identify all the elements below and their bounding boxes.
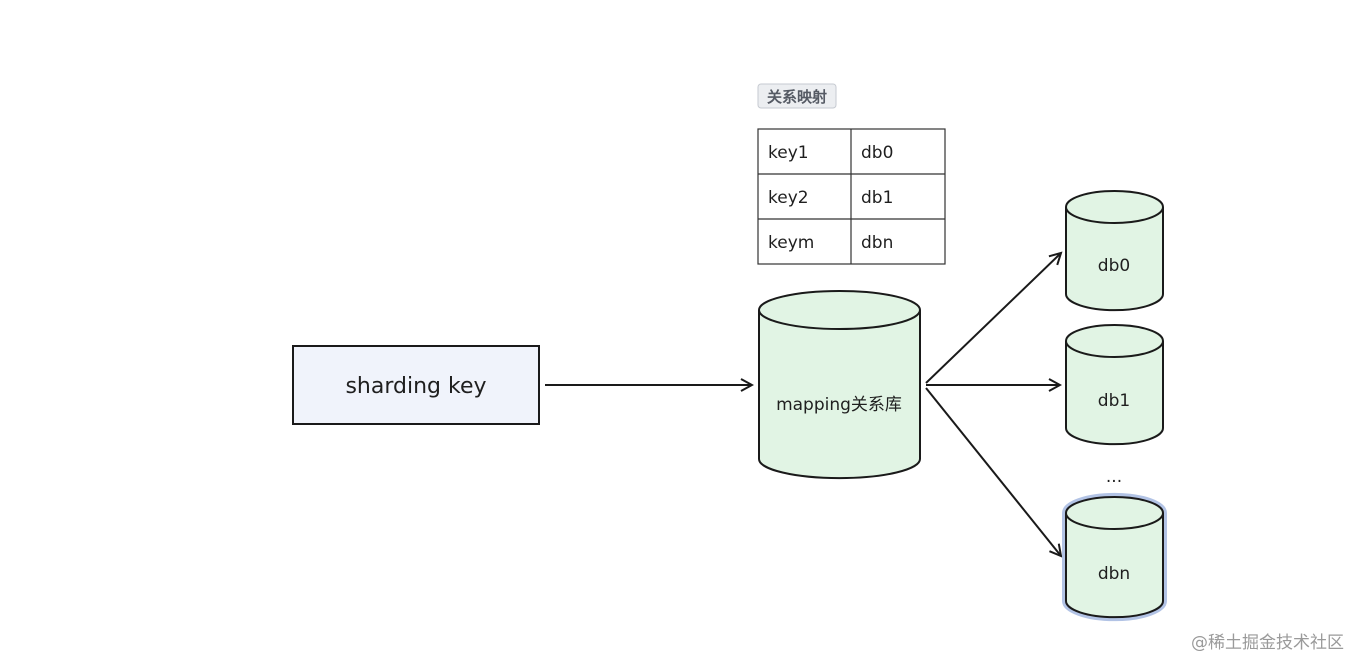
- arrow-mapping-to-dbn: [925, 387, 1061, 556]
- db1-node[interactable]: db1: [1065, 324, 1164, 446]
- db0-label: db0: [1098, 256, 1130, 276]
- dbn-node[interactable]: dbn: [1062, 492, 1167, 622]
- db1-label: db1: [1098, 391, 1130, 411]
- db1-body: [1065, 341, 1164, 446]
- db0-body: [1065, 207, 1164, 312]
- db0-top: [1065, 190, 1164, 224]
- table-cell-db: db1: [861, 188, 893, 208]
- mapping-table: key1 db0 key2 db1 keym dbn: [757, 128, 946, 265]
- dbn-label: dbn: [1098, 564, 1130, 584]
- mapping-tag-box: [757, 83, 837, 109]
- table-cell-key: key1: [768, 143, 809, 163]
- arrow-mapping-to-db0: [925, 253, 1061, 384]
- dbn-body: [1065, 513, 1164, 619]
- table-cell-db: db0: [861, 143, 893, 163]
- sharding-key-label: sharding key: [345, 374, 486, 399]
- dbn-selection-glow: [1062, 492, 1167, 622]
- db0-node[interactable]: db0: [1065, 190, 1164, 312]
- dbn-top: [1065, 496, 1164, 530]
- table-cell-key: keym: [768, 233, 814, 253]
- table-cell-db: dbn: [861, 233, 893, 253]
- mapping-db-label: mapping关系库: [776, 395, 902, 415]
- watermark-text: @稀土掘金技术社区: [1191, 633, 1344, 653]
- ellipsis-text: ...: [1106, 467, 1122, 487]
- sharding-key-box: [292, 345, 540, 425]
- mapping-db-top: [758, 290, 921, 330]
- sharding-key-node[interactable]: sharding key: [292, 345, 540, 425]
- mapping-db-node[interactable]: mapping关系库: [758, 290, 921, 480]
- mapping-tag: 关系映射: [757, 83, 837, 109]
- db1-top: [1065, 324, 1164, 358]
- mapping-db-body: [758, 310, 921, 480]
- table-cell-key: key2: [768, 188, 809, 208]
- mapping-tag-label: 关系映射: [767, 88, 827, 106]
